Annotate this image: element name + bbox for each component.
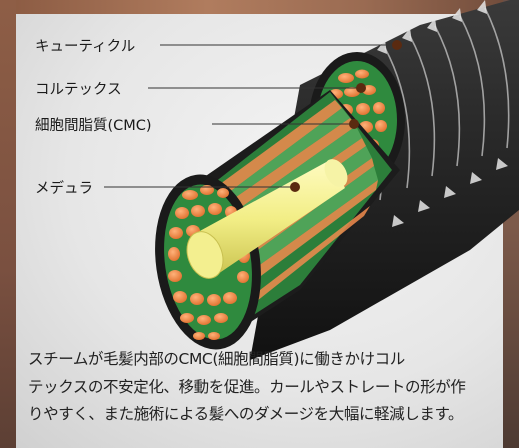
description-line: テックスの不安定化、移動を促進。カールやストレートの形が作 — [28, 377, 466, 396]
background-strip-top — [0, 0, 519, 14]
medulla-rod — [186, 159, 348, 279]
label-cortex: コルテックス — [35, 82, 122, 98]
marker-cuticle — [392, 40, 402, 50]
marker-cmc — [349, 119, 359, 129]
leader-cuticle — [160, 40, 402, 50]
leader-cmc — [212, 119, 359, 129]
description-text: スチームが毛髪内部のCMC(細胞間脂質)に働きかけコル テックスの不安定化、移動… — [28, 346, 498, 429]
label-cmc: 細胞間脂質(CMC) — [35, 118, 152, 134]
label-cuticle: キューティクル — [35, 39, 136, 55]
leader-cortex — [148, 83, 366, 93]
label-medulla: メデュラ — [35, 181, 93, 197]
background-strip-left — [0, 0, 16, 448]
leader-medulla — [104, 182, 300, 192]
marker-cortex — [356, 83, 366, 93]
description-line: りやすく、また施術による髪へのダメージを大幅に軽減します。 — [28, 405, 464, 423]
marker-medulla — [290, 182, 300, 192]
description-line: スチームが毛髪内部のCMC(細胞間脂質)に働きかけコル — [28, 350, 405, 368]
